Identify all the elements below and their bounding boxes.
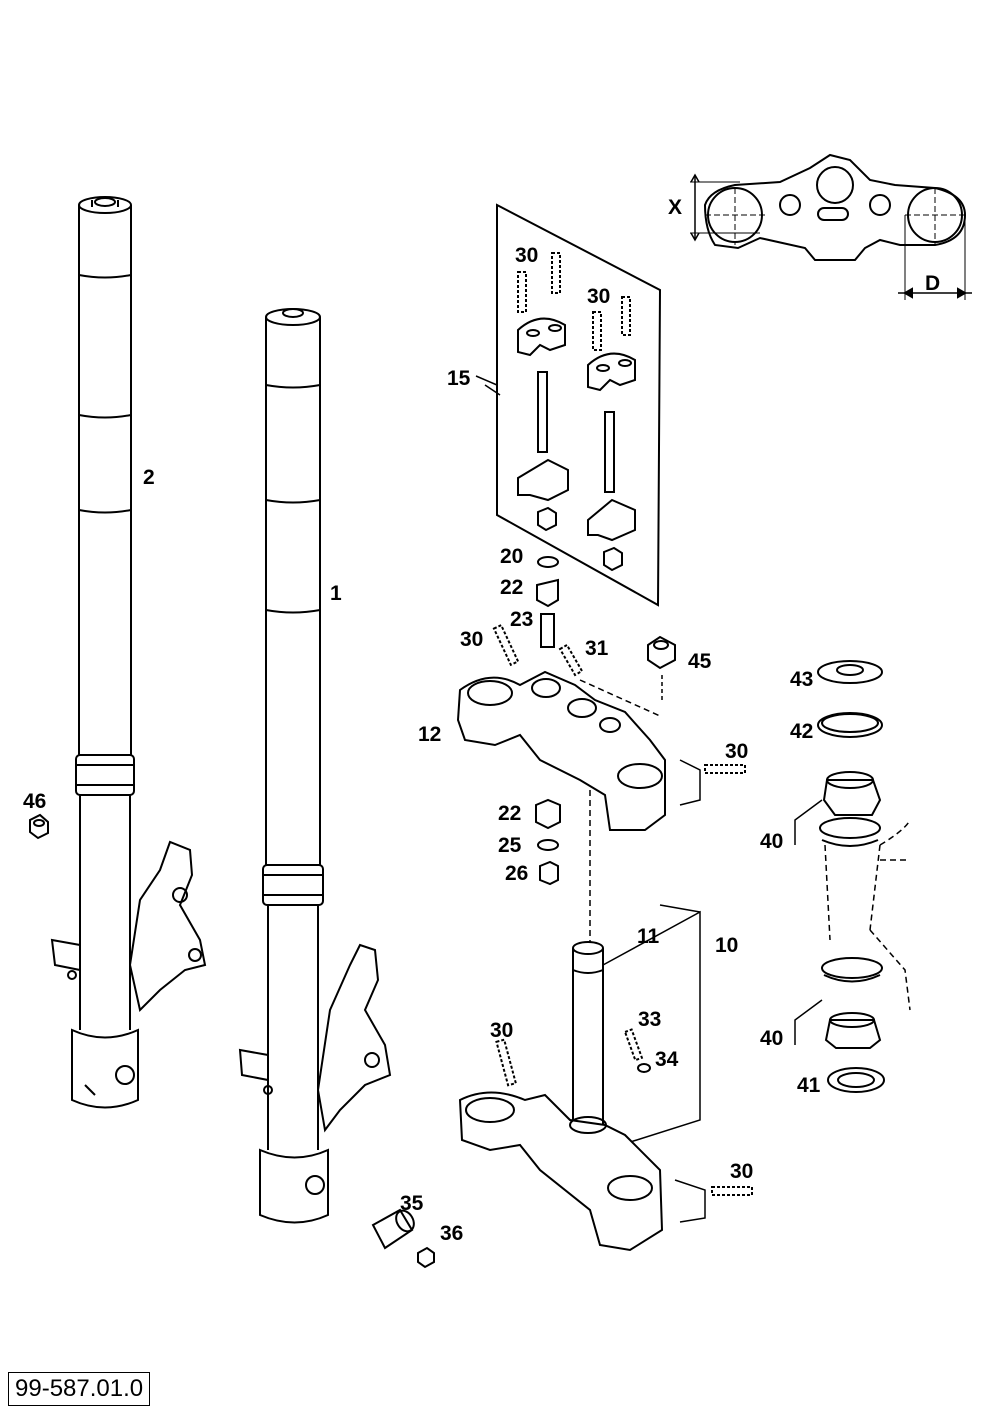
callout-45: 45 bbox=[688, 650, 712, 673]
callout-1: 1 bbox=[330, 582, 342, 605]
callout-30: 30 bbox=[587, 285, 610, 308]
callout-15: 15 bbox=[447, 367, 471, 390]
callout-2: 2 bbox=[143, 466, 155, 489]
callout-10: 10 bbox=[715, 934, 738, 957]
callout-31: 31 bbox=[585, 637, 609, 660]
upper-triple-clamp-12 bbox=[456, 623, 746, 831]
callout-34: 34 bbox=[655, 1048, 679, 1071]
callout-30: 30 bbox=[730, 1160, 753, 1183]
callout-43: 43 bbox=[790, 668, 813, 691]
callout-35: 35 bbox=[400, 1192, 424, 1215]
handlebar-clamp-kit-15 bbox=[484, 203, 662, 607]
callout-40: 40 bbox=[760, 830, 783, 853]
callout-22: 22 bbox=[500, 576, 523, 599]
bushing-35 bbox=[371, 1208, 435, 1269]
callout-46: 46 bbox=[23, 790, 46, 813]
callout-36: 36 bbox=[440, 1222, 463, 1245]
callout-26: 26 bbox=[505, 862, 528, 885]
callout-23: 23 bbox=[510, 608, 533, 631]
callout-30: 30 bbox=[515, 244, 538, 267]
callout-25: 25 bbox=[498, 834, 522, 857]
callout-33: 33 bbox=[638, 1008, 661, 1031]
lower-triple-clamp-10 bbox=[458, 904, 753, 1252]
fork-leg-1 bbox=[238, 308, 392, 1224]
lower-fastener-stack bbox=[535, 790, 591, 945]
callout-12: 12 bbox=[418, 723, 441, 746]
callout-42: 42 bbox=[790, 720, 813, 743]
callout-30: 30 bbox=[460, 628, 483, 651]
callout-30: 30 bbox=[490, 1019, 513, 1042]
callout-20: 20 bbox=[500, 545, 523, 568]
steering-nut-45 bbox=[647, 635, 676, 700]
callout-40: 40 bbox=[760, 1027, 783, 1050]
callout-11: 11 bbox=[637, 925, 660, 948]
leader-lines bbox=[475, 375, 498, 386]
nut-46 bbox=[29, 813, 49, 840]
callout-41: 41 bbox=[797, 1074, 821, 1097]
dimension-d-label: D bbox=[925, 272, 940, 295]
callout-22: 22 bbox=[498, 802, 521, 825]
drawing-number: 99-587.01.0 bbox=[8, 1372, 151, 1406]
upper-fastener-stack bbox=[536, 556, 559, 648]
callout-30: 30 bbox=[725, 740, 748, 763]
steering-bearing-set bbox=[794, 660, 911, 1093]
dimension-x-label: X bbox=[668, 196, 682, 219]
fork-leg-2 bbox=[50, 196, 207, 1109]
triple-clamp-dimension-detail bbox=[690, 153, 972, 300]
